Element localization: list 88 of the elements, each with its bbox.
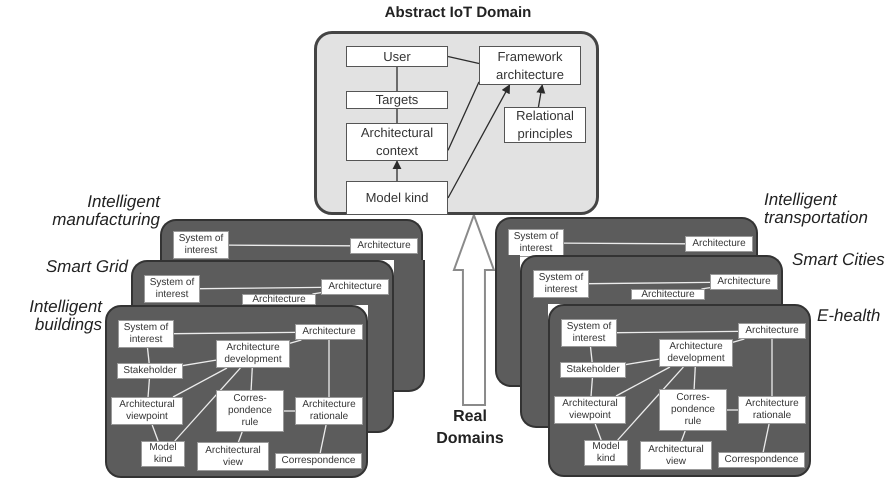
concept-box: Correspondence (718, 452, 805, 468)
domain-label: Smart Cities (792, 251, 886, 269)
connector-line (594, 424, 602, 440)
concept-box: Architecture (710, 274, 778, 290)
concept-box: System of interest (144, 275, 200, 303)
connector-line (250, 368, 253, 390)
concept-box: System of interest (118, 320, 174, 348)
domain-label: Intelligent transportation (764, 191, 869, 227)
concept-box: Stakeholder (560, 362, 626, 378)
concept-box: Architectural context (346, 123, 448, 161)
domain-label: Intelligent buildings (28, 298, 102, 334)
domain-label: E-health (817, 307, 882, 325)
concept-box: Architecture (631, 289, 705, 300)
connector-line (146, 348, 150, 364)
card-edge (394, 260, 425, 392)
domain-label: Smart Grid (44, 258, 128, 276)
connector-line (328, 340, 330, 397)
connector-line (174, 332, 295, 334)
concept-box: Architecture (242, 294, 316, 305)
concept-box: Architecture (295, 324, 363, 340)
concept-box: User (346, 46, 448, 67)
connector-line (447, 82, 480, 151)
connector-line (701, 286, 710, 290)
concept-box: Architecture development (659, 339, 733, 367)
connector-line (616, 366, 670, 397)
concept-box: Architecture (350, 238, 418, 254)
connector-line (290, 339, 302, 344)
connector-line (147, 378, 150, 398)
connector-line (320, 424, 327, 454)
connector-line (617, 330, 738, 334)
connector-line (392, 160, 402, 181)
concept-box: Correspondence (275, 453, 362, 469)
connector-line (238, 432, 243, 442)
domain-title: Abstract IoT Domain (384, 5, 532, 21)
concept-box: Architectural view (640, 441, 712, 470)
connector-line (732, 338, 745, 343)
connector-line (590, 378, 594, 396)
connector-line (229, 244, 350, 246)
concept-box: Architectural viewpoint (111, 397, 183, 425)
connector-line (447, 84, 510, 198)
connector-line (589, 282, 710, 284)
concept-box: Stakeholder (117, 363, 183, 379)
concept-box: Corres- pondence rule (216, 390, 284, 432)
connector-line (284, 410, 295, 412)
domain-label: Intelligent manufacturing (51, 193, 160, 229)
concept-box: Relational principles (504, 107, 586, 143)
concept-box: Model kind (346, 181, 448, 215)
connector-line (448, 56, 480, 64)
concept-box: Framework architecture (479, 46, 581, 85)
concept-box: Model kind (584, 440, 628, 466)
concept-box: Architecture development (216, 340, 290, 368)
concept-box: Architectural view (197, 442, 269, 471)
connector-line (172, 367, 228, 398)
connector-line (396, 67, 398, 91)
connector-line (727, 409, 738, 411)
concept-box: System of interest (508, 229, 564, 257)
connector-line (396, 109, 398, 123)
concept-box: Architecture (738, 323, 806, 339)
connector-line (312, 292, 322, 295)
concept-box: System of interest (173, 231, 229, 259)
concept-box: Architecture rationale (738, 396, 806, 424)
block-arrow (452, 212, 496, 406)
domain-caption: Real Domains (428, 405, 512, 451)
concept-box: Architecture (321, 279, 389, 295)
card-edge (520, 304, 548, 428)
connector-line (771, 339, 773, 396)
connector-line (617, 366, 684, 440)
connector-line (536, 84, 546, 108)
concept-box: Architecture (685, 236, 753, 252)
card-edge (368, 305, 394, 433)
connector-line (200, 286, 321, 290)
connector-line (680, 430, 686, 442)
connector-line (174, 368, 241, 442)
concept-box: System of interest (533, 270, 589, 298)
concept-box: Architectural viewpoint (554, 396, 626, 424)
connector-line (590, 346, 593, 362)
card-edge (495, 255, 520, 387)
concept-box: System of interest (561, 319, 617, 347)
concept-box: Architecture rationale (295, 397, 363, 425)
connector-line (762, 424, 770, 452)
concept-box: Model kind (141, 441, 185, 467)
connector-line (693, 366, 696, 390)
connector-line (152, 424, 159, 442)
concept-box: Corres- pondence rule (659, 389, 727, 431)
connector-line (564, 242, 685, 244)
concept-box: Targets (346, 91, 448, 109)
connector-line (626, 358, 660, 366)
connector-line (182, 359, 216, 366)
